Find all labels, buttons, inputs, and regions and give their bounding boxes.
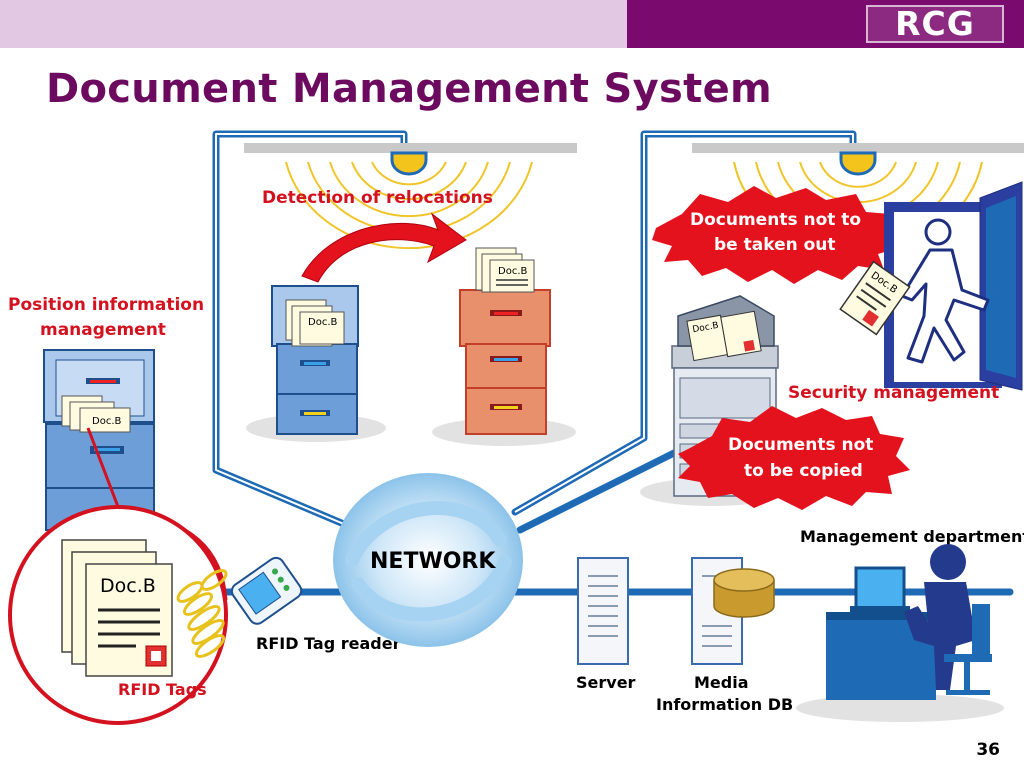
rfid-reader-device bbox=[230, 556, 303, 625]
doc-label-rfid: Doc.B bbox=[100, 575, 156, 597]
slide-title: Document Management System bbox=[46, 66, 772, 112]
label-rfid-reader: RFID Tag reader bbox=[256, 634, 401, 653]
label-security: Security management bbox=[788, 383, 999, 403]
walking-person-icon bbox=[900, 218, 990, 364]
media-db-server bbox=[691, 557, 775, 665]
label-not-taken-line2: be taken out bbox=[714, 235, 836, 255]
cabinet-orange: Doc.B bbox=[432, 247, 576, 446]
label-position-line1: Position information bbox=[8, 295, 204, 315]
label-mgmt-dept: Management department bbox=[800, 527, 1024, 546]
relocation-arrow bbox=[301, 212, 467, 283]
server-tower bbox=[577, 557, 629, 665]
security-door: Doc.B bbox=[839, 181, 1023, 391]
rcg-logo: RCG bbox=[866, 5, 1004, 43]
label-network: NETWORK bbox=[370, 549, 496, 574]
label-information-db: Information DB bbox=[656, 695, 793, 714]
alert-burst-not-copied: Documents not to be copied bbox=[678, 406, 910, 510]
doc-label-cabinet1: Doc.B bbox=[308, 317, 337, 328]
doc-label-copier: Doc.B bbox=[692, 321, 720, 335]
page-number: 36 bbox=[976, 740, 1000, 760]
cabinet-blue-left: Doc.B bbox=[43, 349, 155, 531]
office-chair-icon bbox=[944, 604, 992, 695]
label-position-line2: management bbox=[40, 320, 166, 340]
doc-label-cabinet2: Doc.B bbox=[498, 266, 527, 277]
label-rfid-tags: RFID Tags bbox=[118, 680, 207, 699]
label-server: Server bbox=[576, 673, 636, 692]
label-not-copied-line2: to be copied bbox=[744, 461, 863, 481]
operator-person-icon bbox=[904, 544, 976, 690]
label-media: Media bbox=[694, 673, 749, 692]
network-cables bbox=[106, 130, 1014, 596]
header-band bbox=[0, 0, 627, 48]
label-not-taken-line1: Documents not to bbox=[690, 210, 861, 230]
doc-label-cabinet3: Doc.B bbox=[92, 416, 121, 427]
rfid-tags-callout: Doc.B RFID Tags bbox=[8, 427, 228, 725]
label-detection: Detection of relocations bbox=[262, 188, 493, 208]
alert-burst-not-taken-out: Documents not to be taken out bbox=[652, 186, 898, 284]
management-workstation bbox=[796, 544, 1004, 722]
rfid-signal-coils bbox=[176, 569, 228, 658]
network-hub: NETWORK bbox=[333, 473, 523, 647]
cable-copier bbox=[516, 446, 684, 534]
cabinet-blue-top: Doc.B bbox=[246, 285, 386, 442]
label-not-copied-line1: Documents not bbox=[728, 435, 873, 455]
